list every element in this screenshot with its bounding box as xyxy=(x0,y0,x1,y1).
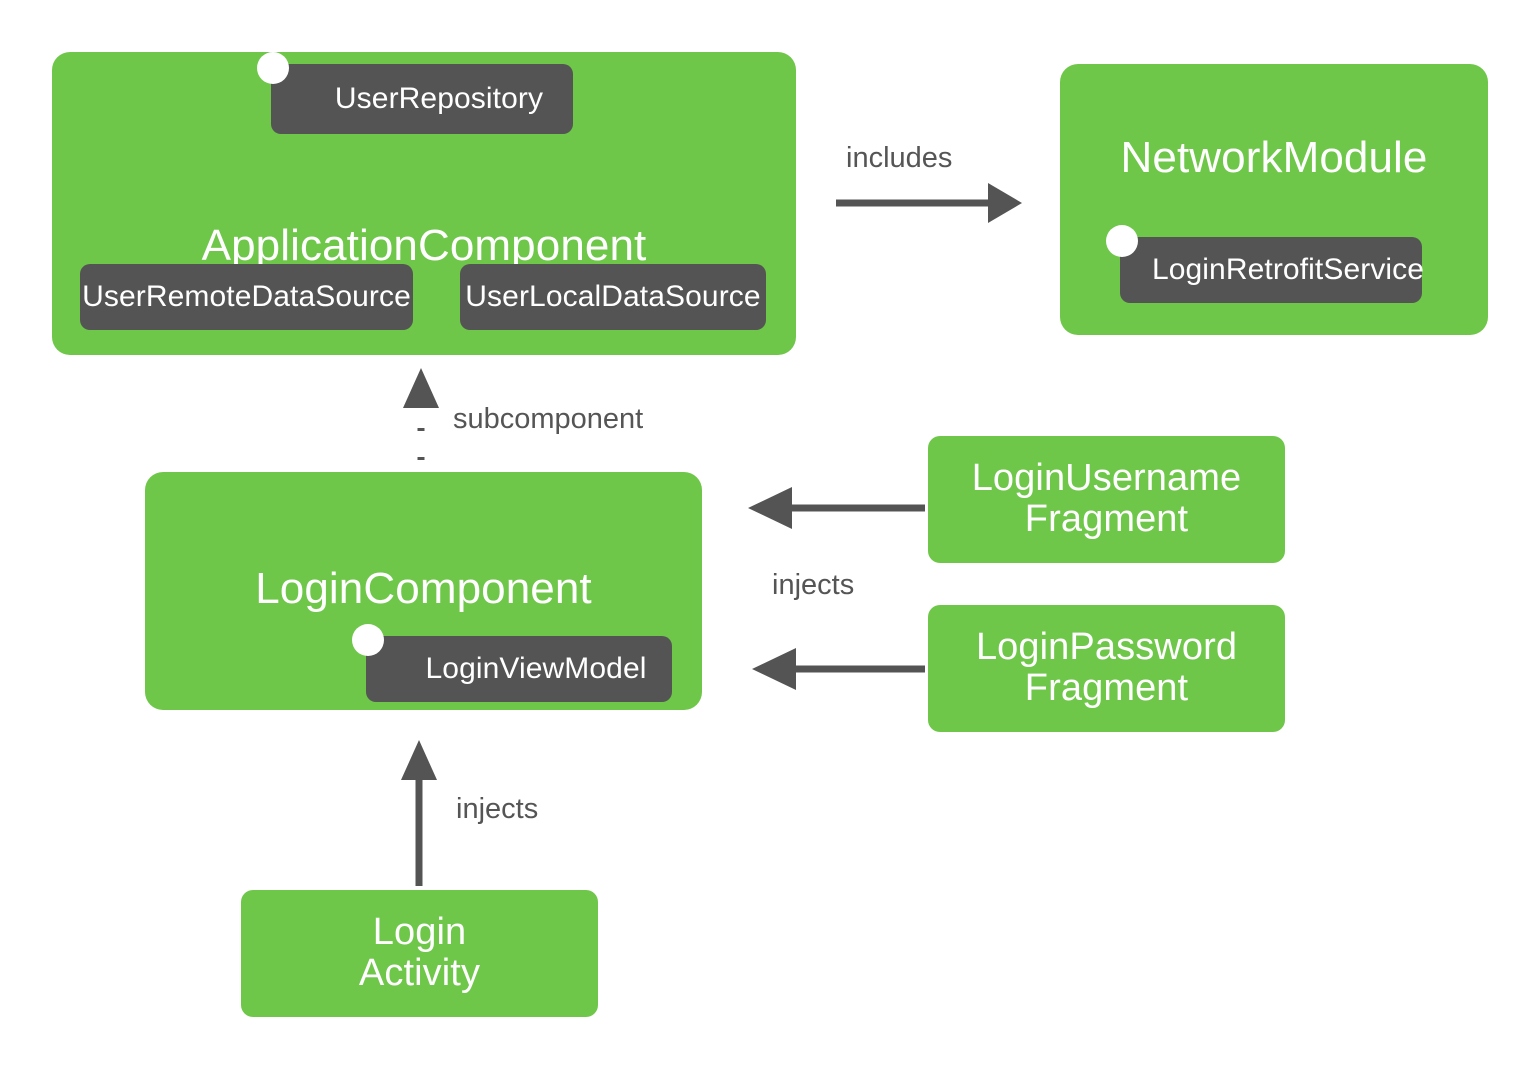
edge-subcomponent xyxy=(403,368,439,460)
provision-dot-icon xyxy=(352,624,384,656)
edge-injects-activity xyxy=(401,740,437,886)
edge-includes xyxy=(836,183,1022,223)
login-component-title: LoginComponent xyxy=(255,564,592,613)
chip-user-local-data-source[interactable]: UserLocalDataSource xyxy=(460,264,766,330)
chip-login-view-model[interactable]: LoginViewModel xyxy=(352,624,672,702)
provision-dot-icon xyxy=(257,52,289,84)
chip-login-retrofit-service-label: LoginRetrofitService xyxy=(1151,253,1425,286)
application-component-title: ApplicationComponent xyxy=(201,221,647,270)
edge-label-injects-fragments: injects xyxy=(772,569,855,601)
chip-user-repository[interactable]: UserRepository xyxy=(257,52,573,134)
chip-user-repository-label: UserRepository xyxy=(334,82,544,115)
node-login-password-fragment[interactable]: LoginPassword Fragment xyxy=(928,605,1285,732)
chip-login-retrofit-service[interactable]: LoginRetrofitService xyxy=(1106,225,1425,303)
edge-label-injects-activity: injects xyxy=(456,793,539,825)
chip-user-local-data-source-label: UserLocalDataSource xyxy=(465,280,761,313)
node-login-username-fragment[interactable]: LoginUsername Fragment xyxy=(928,436,1285,563)
login-username-fragment-title: LoginUsername Fragment xyxy=(971,457,1242,541)
edge-label-subcomponent: subcomponent xyxy=(453,403,644,435)
provision-dot-icon xyxy=(1106,225,1138,257)
edge-injects-username xyxy=(748,487,925,529)
chip-login-view-model-label: LoginViewModel xyxy=(425,652,647,685)
login-password-fragment-title: LoginPassword Fragment xyxy=(975,626,1238,710)
chip-user-remote-data-source[interactable]: UserRemoteDataSource xyxy=(80,264,413,330)
login-activity-title: Login Activity xyxy=(358,911,481,995)
edge-label-includes: includes xyxy=(846,142,953,174)
node-login-activity[interactable]: Login Activity xyxy=(241,890,598,1017)
chip-user-remote-data-source-label: UserRemoteDataSource xyxy=(82,280,411,313)
edge-injects-password xyxy=(752,648,925,690)
network-module-title: NetworkModule xyxy=(1120,133,1428,182)
